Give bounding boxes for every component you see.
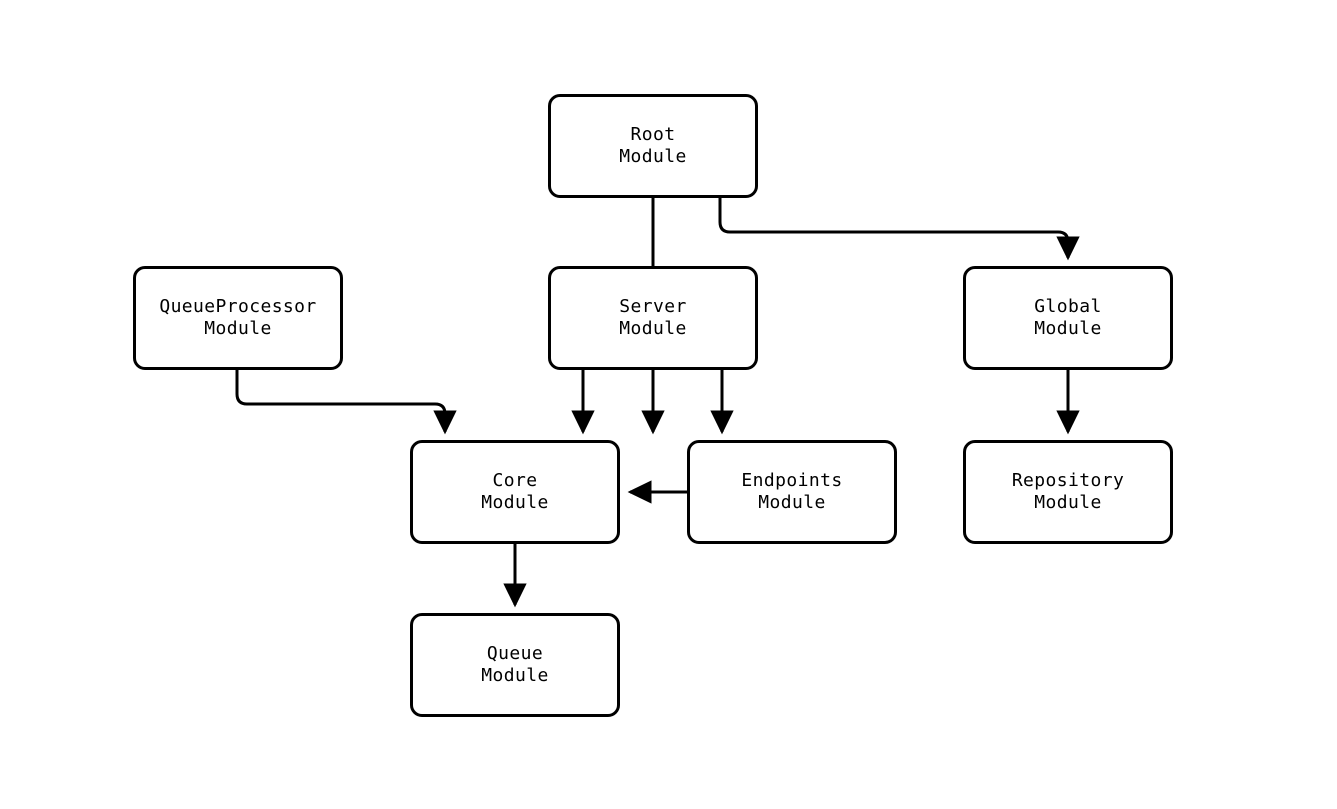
node-core[interactable]: Core Module	[410, 440, 620, 544]
node-queueprocessor[interactable]: QueueProcessor Module	[133, 266, 343, 370]
node-endpoints[interactable]: Endpoints Module	[687, 440, 897, 544]
node-root[interactable]: Root Module	[548, 94, 758, 198]
node-label-queueprocessor: QueueProcessor Module	[159, 296, 317, 339]
node-server[interactable]: Server Module	[548, 266, 758, 370]
node-label-server: Server Module	[619, 296, 687, 339]
node-label-core: Core Module	[481, 470, 549, 513]
node-label-queue: Queue Module	[481, 643, 549, 686]
node-label-repository: Repository Module	[1011, 470, 1125, 513]
node-repository[interactable]: Repository Module	[963, 440, 1173, 544]
edge-queueprocessor-to-core	[235, 370, 457, 435]
node-label-root: Root Module	[619, 124, 687, 167]
node-global[interactable]: Global Module	[963, 266, 1173, 370]
edge-root-to-global	[718, 198, 1080, 261]
node-queue[interactable]: Queue Module	[410, 613, 620, 717]
edges-group	[235, 198, 1080, 608]
node-label-endpoints: Endpoints Module	[741, 470, 843, 513]
node-label-global: Global Module	[1034, 296, 1102, 339]
